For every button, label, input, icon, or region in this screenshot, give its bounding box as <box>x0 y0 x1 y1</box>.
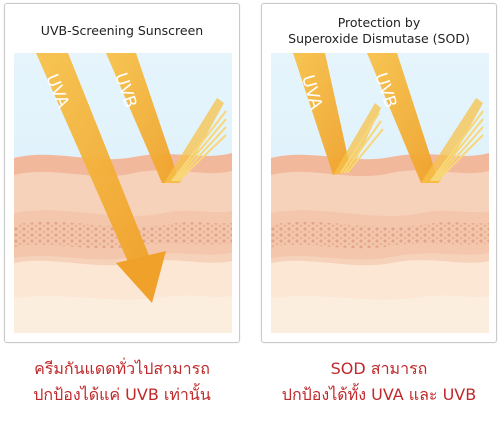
skin-illustration-right: UVA UVB <box>271 53 489 333</box>
panel-title-text: UVB-Screening Sunscreen <box>40 23 204 38</box>
caption-right: SOD สามารถ ปกป้องได้ทั้ง UVA และ UVB <box>261 356 497 408</box>
caption-right-line1: SOD สามารถ <box>330 359 428 378</box>
panel-sod-protection: Protection by Superoxide Dismutase (SOD) <box>261 3 497 343</box>
caption-left: ครีมกันแดดทั่วไปสามารถ ปกป้องได้แค่ UVB … <box>4 356 240 408</box>
panel-title-line2: Superoxide Dismutase (SOD) <box>288 31 470 46</box>
uva-ray: UVA <box>36 53 166 303</box>
panel-title-line1: Protection by <box>337 15 421 30</box>
caption-left-line1: ครีมกันแดดทั่วไปสามารถ <box>34 359 210 378</box>
uvb-ray: UVB <box>367 53 484 183</box>
caption-right-line2: ปกป้องได้ทั้ง UVA และ UVB <box>281 385 477 404</box>
caption-left-line2: ปกป้องได้แค่ UVB เท่านั้น <box>33 385 211 404</box>
uvb-ray: UVB <box>106 53 227 183</box>
panel-title: Protection by Superoxide Dismutase (SOD) <box>262 15 496 47</box>
panel-uvb-sunscreen: UVB-Screening Sunscreen <box>4 3 240 343</box>
skin-diagram-right: UVA UVB <box>271 53 489 333</box>
fat-layer-lower <box>271 295 489 333</box>
skin-diagram-left: UVB UVA <box>14 53 232 333</box>
panel-title: UVB-Screening Sunscreen <box>5 23 239 39</box>
uva-ray: UVA <box>293 53 384 175</box>
dermis-dots <box>271 221 489 249</box>
fat-layer-lower <box>14 295 232 333</box>
skin-illustration-left: UVB UVA <box>14 53 232 333</box>
